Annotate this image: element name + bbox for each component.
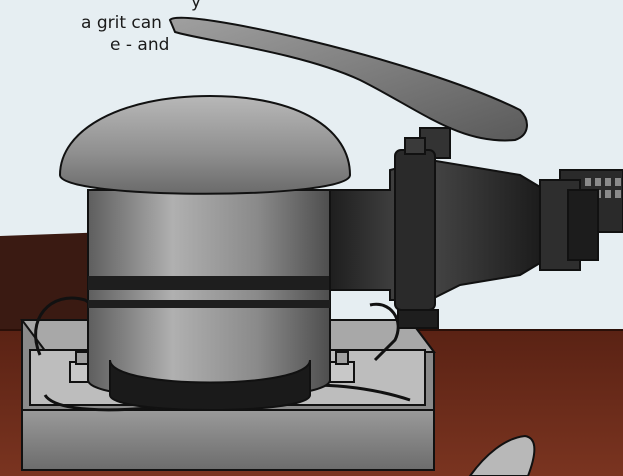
caption-line: e - and (110, 35, 170, 55)
caption-line: y (191, 0, 202, 12)
motor-cap (58, 94, 352, 195)
caption-line: a grit can (81, 13, 162, 33)
motor-body (87, 189, 331, 411)
shadow-wedge (0, 232, 110, 330)
throttle-lever (168, 16, 528, 142)
valve-housing (329, 137, 599, 329)
foreground-object (468, 434, 536, 476)
